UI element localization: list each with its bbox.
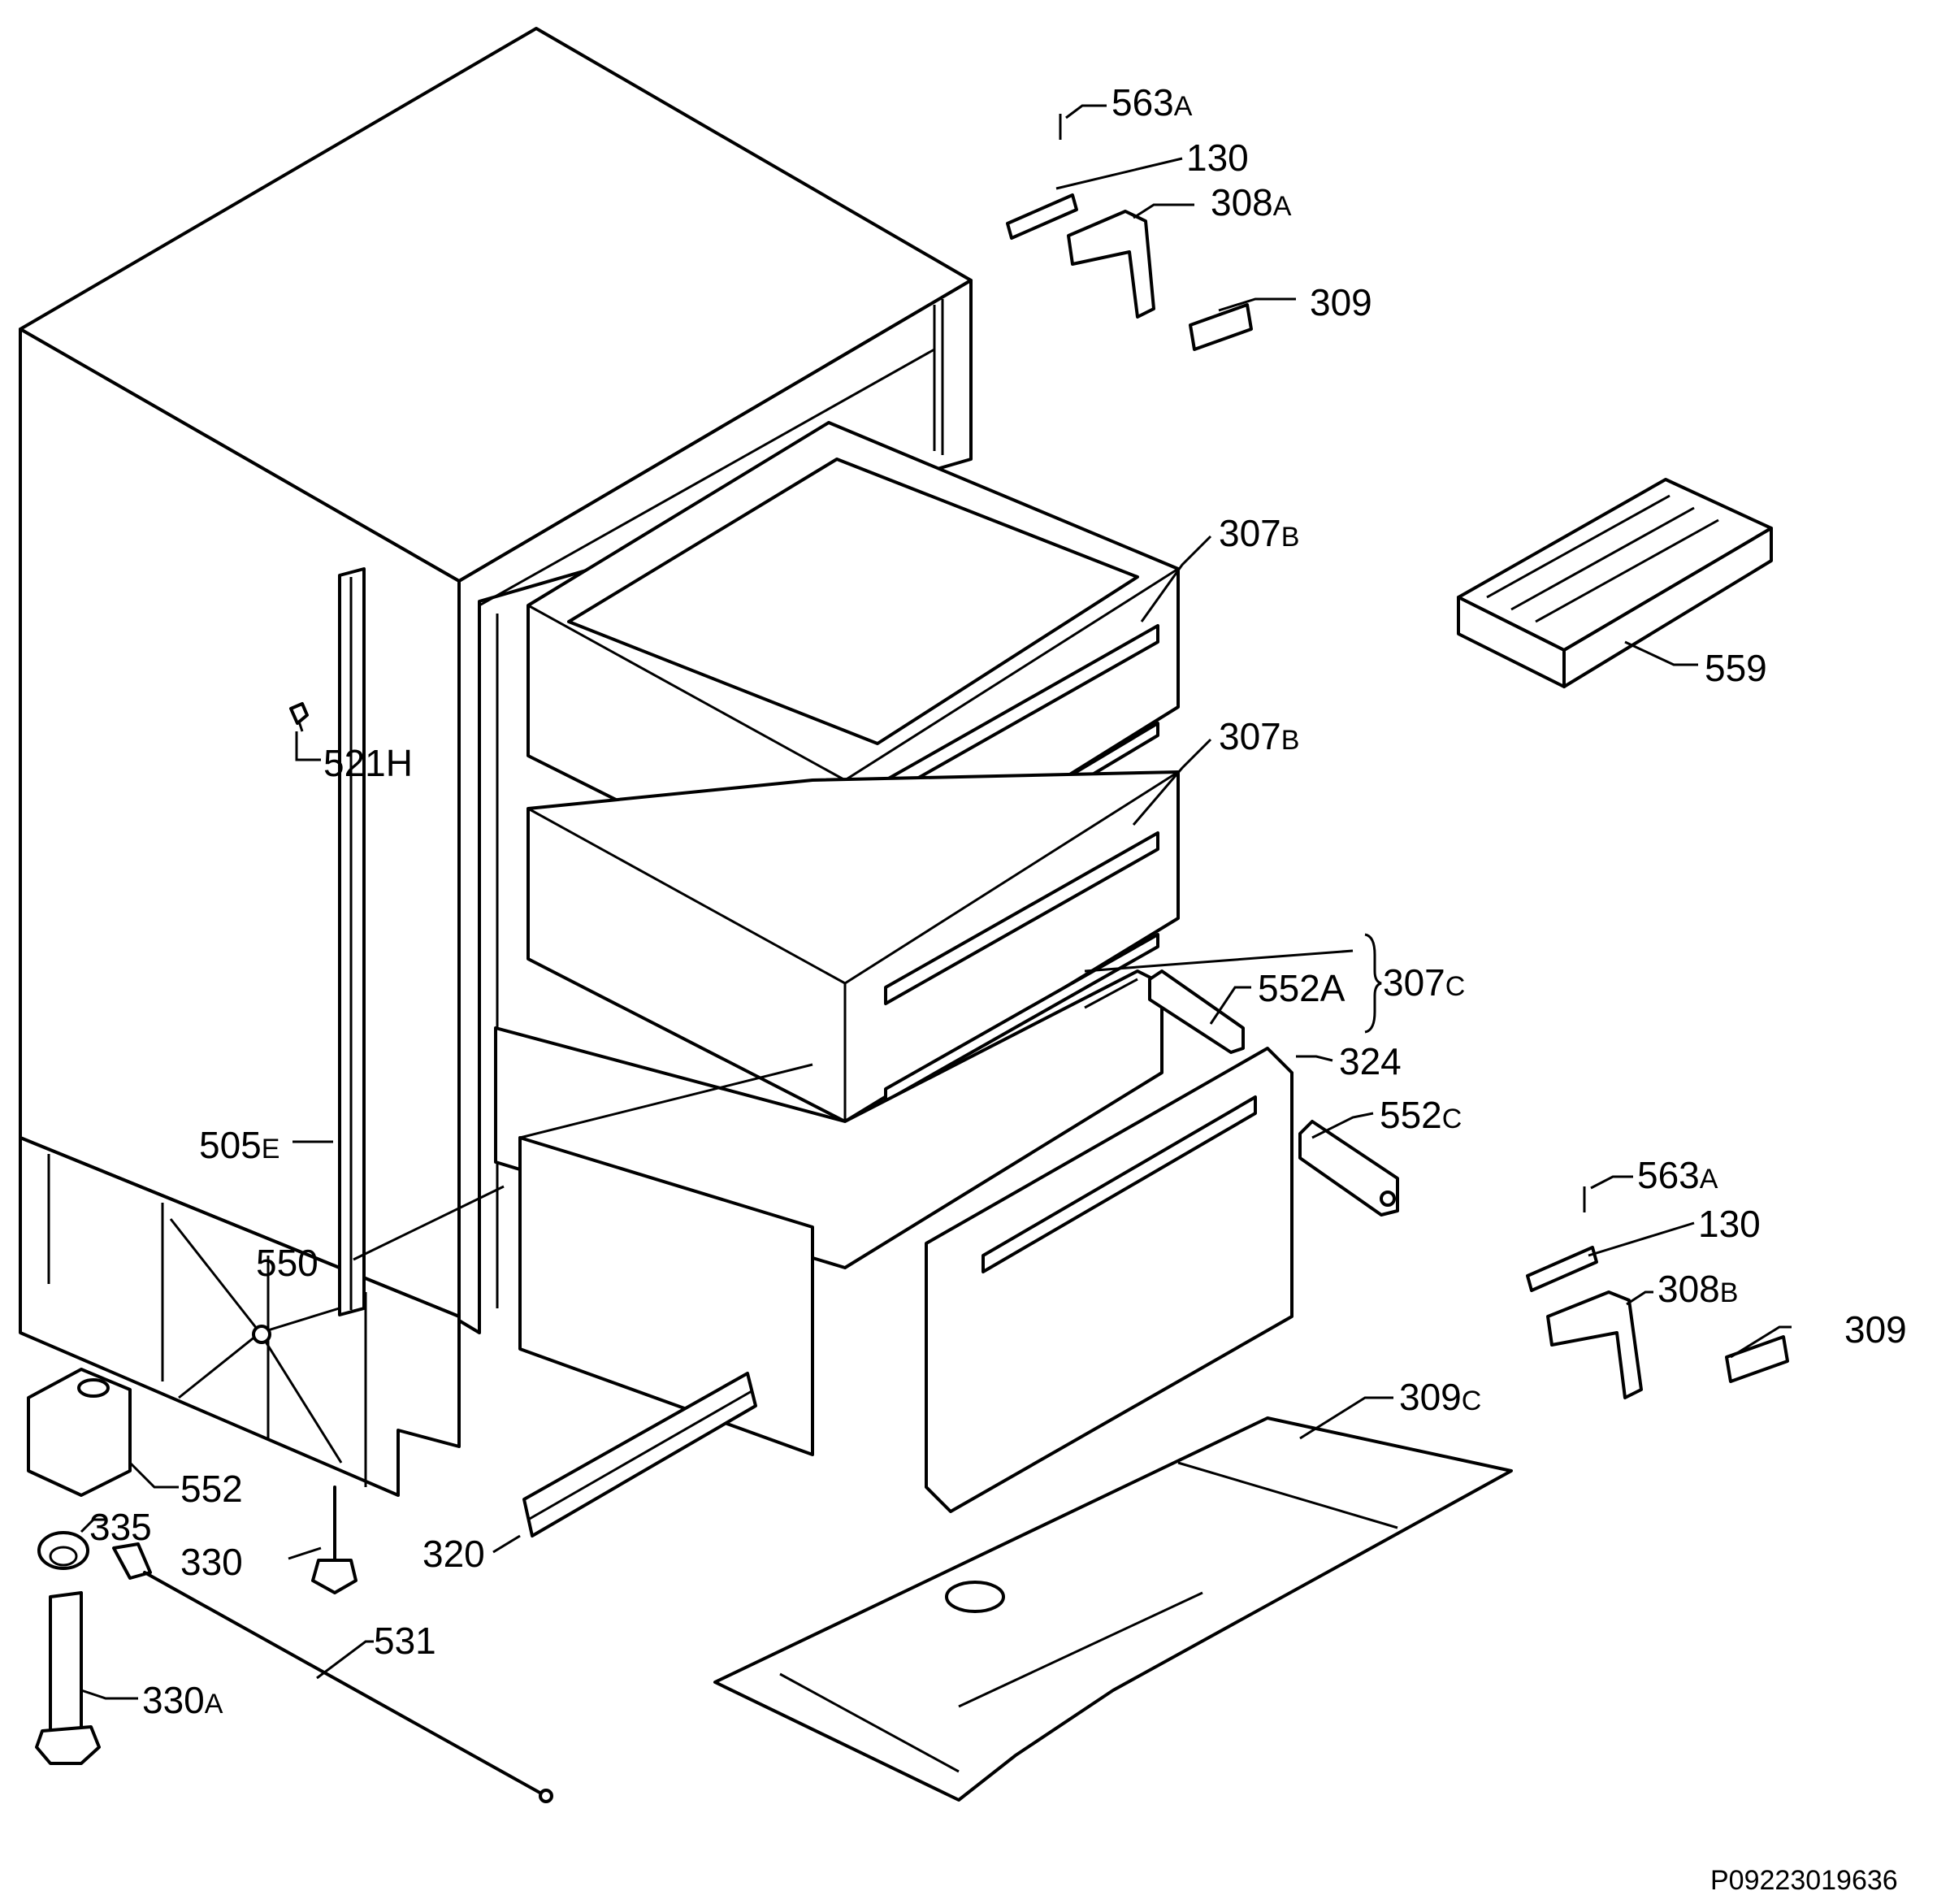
door-seal-strip: [338, 567, 366, 1316]
label-559: 559: [1705, 647, 1767, 689]
adjustable-foot-330a: [35, 1591, 101, 1765]
label-309-bottom: 309: [1844, 1308, 1907, 1351]
label-563a-bottom: 563A: [1637, 1154, 1718, 1196]
gear-nut-335: [37, 1531, 89, 1570]
label-552c: 552C: [1380, 1094, 1462, 1136]
label-308b: 308B: [1658, 1268, 1738, 1310]
hinge-assembly-bottom: [1526, 1186, 1789, 1399]
label-307c: 307C: [1383, 961, 1465, 1004]
drawer-middle-307b: [526, 770, 1180, 1123]
label-309-top: 309: [1310, 281, 1372, 323]
cabinet-body: [19, 27, 973, 1497]
label-320: 320: [422, 1533, 485, 1575]
label-307b-middle: 307B: [1219, 715, 1299, 757]
plinth-strip-320: [522, 1372, 757, 1538]
label-130-bottom: 130: [1698, 1203, 1761, 1245]
ice-tray-559: [1457, 478, 1773, 688]
label-335: 335: [89, 1506, 152, 1548]
label-505e: 505E: [199, 1124, 280, 1166]
label-330: 330: [180, 1541, 243, 1583]
rod-531: [112, 1542, 553, 1803]
drawer-front-324: [925, 1047, 1294, 1513]
screw-521h: [289, 702, 309, 732]
label-330a: 330A: [142, 1679, 223, 1721]
bottom-cover-309c: [713, 1416, 1513, 1802]
label-550: 550: [256, 1242, 318, 1284]
label-521h: 521H: [323, 742, 413, 784]
label-309c: 309C: [1399, 1376, 1481, 1418]
hinge-assembly-top: [1006, 114, 1253, 351]
label-324: 324: [1339, 1040, 1402, 1082]
leveling-foot-330: [311, 1485, 358, 1594]
label-130-top: 130: [1186, 137, 1249, 179]
rail-552c: [1298, 1120, 1399, 1217]
leader-lines: [80, 104, 1792, 1700]
label-552a: 552A: [1258, 967, 1346, 1009]
label-307b-upper: 307B: [1219, 512, 1299, 554]
label-531: 531: [374, 1620, 436, 1662]
part-labels: 563A 130 308A 309 307B 307B 559 521H 307…: [89, 81, 1907, 1721]
rail-552a: [1148, 969, 1245, 1054]
label-563a-top: 563A: [1112, 81, 1193, 124]
label-308a: 308A: [1211, 181, 1292, 223]
drawing-id: P09223019636: [1710, 1865, 1898, 1896]
drawer-frame-307c: [494, 969, 1164, 1456]
label-552: 552: [180, 1468, 243, 1510]
foot-bracket-552: [27, 1368, 132, 1497]
